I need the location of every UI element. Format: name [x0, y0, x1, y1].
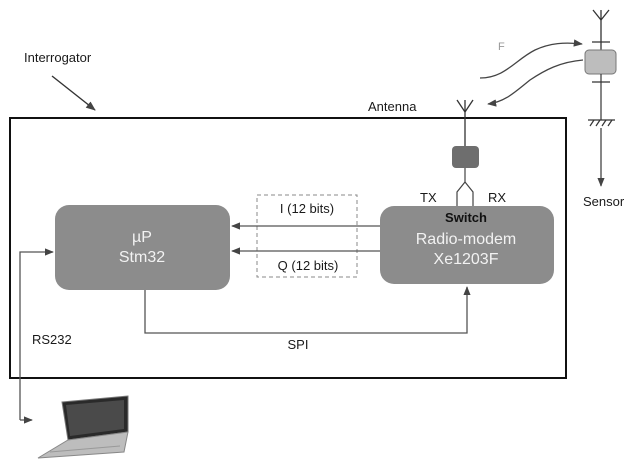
wave-to-sensor — [479, 39, 583, 79]
rx-label: RX — [488, 190, 506, 205]
sensor-ground-icon — [588, 74, 615, 127]
q-signal-label: Q (12 bits) — [278, 258, 339, 273]
tx-rx-split-lines — [456, 168, 474, 206]
wave-from-sensor — [487, 59, 584, 107]
radio-modem-block — [380, 206, 554, 284]
rs232-label: RS232 — [32, 332, 72, 347]
spi-link — [144, 286, 471, 334]
iq-dashed-box — [256, 194, 358, 278]
rs232-link — [19, 248, 54, 420]
radio-modem-name: Radio-modem — [416, 231, 516, 248]
processor-model: Stm32 — [119, 249, 165, 266]
laptop-icon — [37, 395, 129, 459]
interrogator-label: Interrogator — [24, 50, 92, 65]
i-signal-label: I (12 bits) — [280, 201, 334, 216]
processor-block — [55, 205, 230, 290]
switch-title: Switch — [445, 210, 487, 225]
reader-antenna-icon — [456, 99, 474, 146]
interrogator-enclosure — [9, 117, 567, 379]
sensor-antenna-icon — [592, 9, 610, 50]
rf-switch-element — [452, 146, 479, 168]
spi-label: SPI — [288, 337, 309, 352]
processor-name: µP — [132, 229, 152, 246]
sensor-element — [584, 49, 617, 75]
antenna-label: Antenna — [368, 99, 417, 114]
sensor-label: Sensor — [583, 194, 625, 209]
frequency-label: F — [498, 41, 505, 53]
radio-modem-model: Xe1203F — [434, 251, 499, 268]
tx-label: TX — [420, 190, 437, 205]
interrogator-pointer-arrow — [51, 75, 96, 111]
